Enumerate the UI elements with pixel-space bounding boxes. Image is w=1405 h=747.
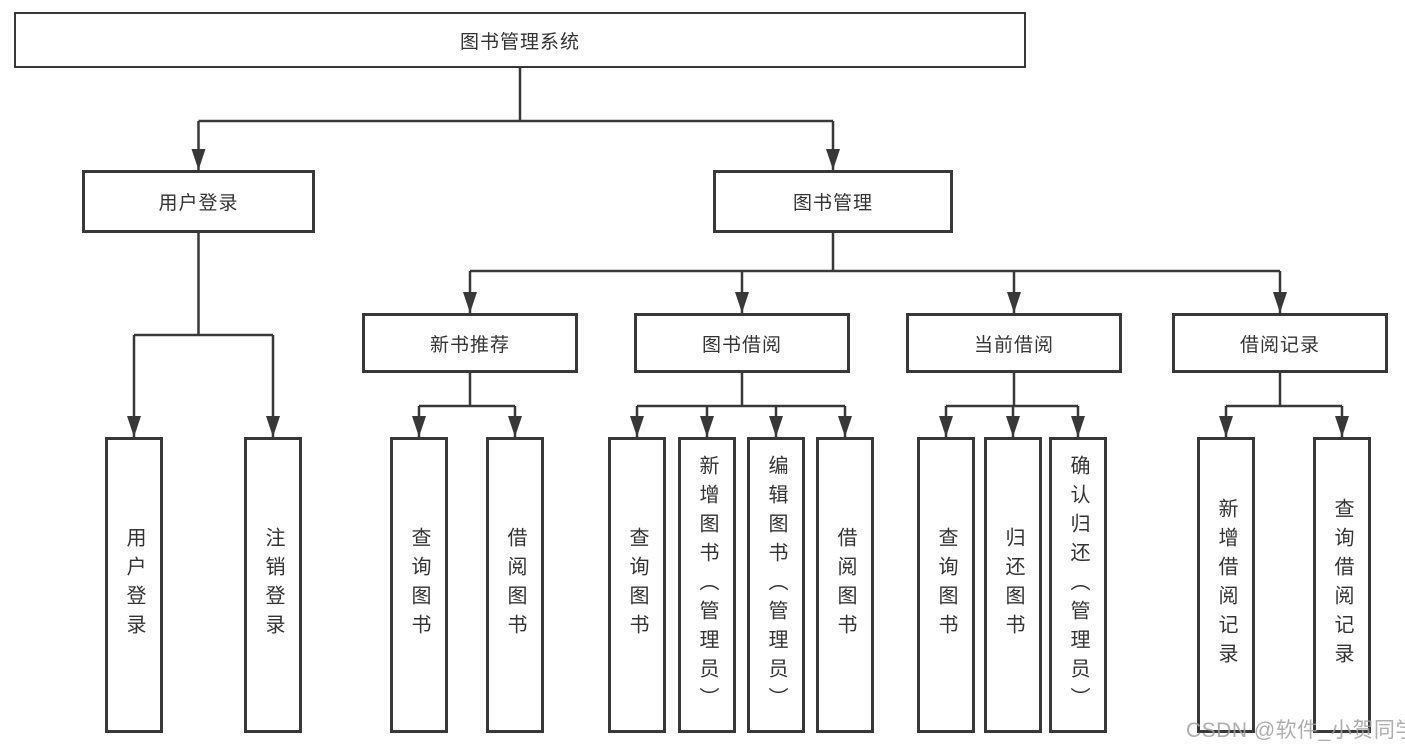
node-library-management-system: 图书管理系统 [14, 12, 1026, 68]
node-label: 查询图书 [626, 527, 648, 643]
node-label: 查询图书 [935, 527, 957, 643]
node-label: 借阅图书 [834, 527, 856, 643]
leaf-user-login: 用户登录 [105, 437, 163, 733]
node-label: 注销登录 [262, 527, 284, 643]
node-label: 查询借阅记录 [1331, 498, 1353, 672]
node-label: 当前借阅 [973, 334, 1054, 356]
leaf-edit-books-admin: 编辑图书（管理员） [747, 437, 805, 733]
leaf-add-borrow-record: 新增借阅记录 [1197, 437, 1255, 733]
leaf-query-books-current: 查询图书 [917, 437, 975, 733]
node-label: 借阅图书 [504, 527, 526, 643]
node-book-borrowing: 图书借阅 [634, 313, 850, 373]
node-label: 用户登录 [158, 193, 239, 214]
node-label: 新增图书（管理员） [696, 454, 718, 716]
node-label: 图书借阅 [701, 334, 782, 356]
node-label: 图书管理 [792, 193, 873, 214]
node-label: 新书推荐 [429, 334, 510, 356]
node-new-book-recommendation: 新书推荐 [362, 313, 578, 373]
leaf-logout: 注销登录 [244, 437, 302, 733]
node-user-login: 用户登录 [82, 170, 315, 233]
node-label: 确认归还（管理员） [1067, 454, 1089, 716]
leaf-add-books-admin: 新增图书（管理员） [678, 437, 736, 733]
node-label: 借阅记录 [1239, 334, 1320, 356]
node-label: 新增借阅记录 [1215, 498, 1237, 672]
node-borrowing-records: 借阅记录 [1172, 313, 1388, 373]
node-current-borrowing: 当前借阅 [906, 313, 1122, 373]
leaf-confirm-return-admin: 确认归还（管理员） [1049, 437, 1107, 733]
leaf-query-books-borrowing: 查询图书 [608, 437, 666, 733]
leaf-query-borrow-record: 查询借阅记录 [1313, 437, 1371, 733]
node-label: 图书管理系统 [459, 31, 580, 53]
leaf-query-books-recommend: 查询图书 [390, 437, 448, 733]
leaf-borrow-books-borrowing: 借阅图书 [816, 437, 874, 733]
leaf-borrow-books-recommend: 借阅图书 [486, 437, 544, 733]
node-label: 用户登录 [123, 527, 145, 643]
node-label: 编辑图书（管理员） [765, 454, 787, 716]
node-label: 查询图书 [408, 527, 430, 643]
leaf-return-books: 归还图书 [984, 437, 1042, 733]
node-book-management: 图书管理 [713, 170, 953, 233]
node-label: 归还图书 [1002, 527, 1024, 643]
csdn-watermark: CSDN @软件_小贺同学 [1186, 719, 1405, 742]
